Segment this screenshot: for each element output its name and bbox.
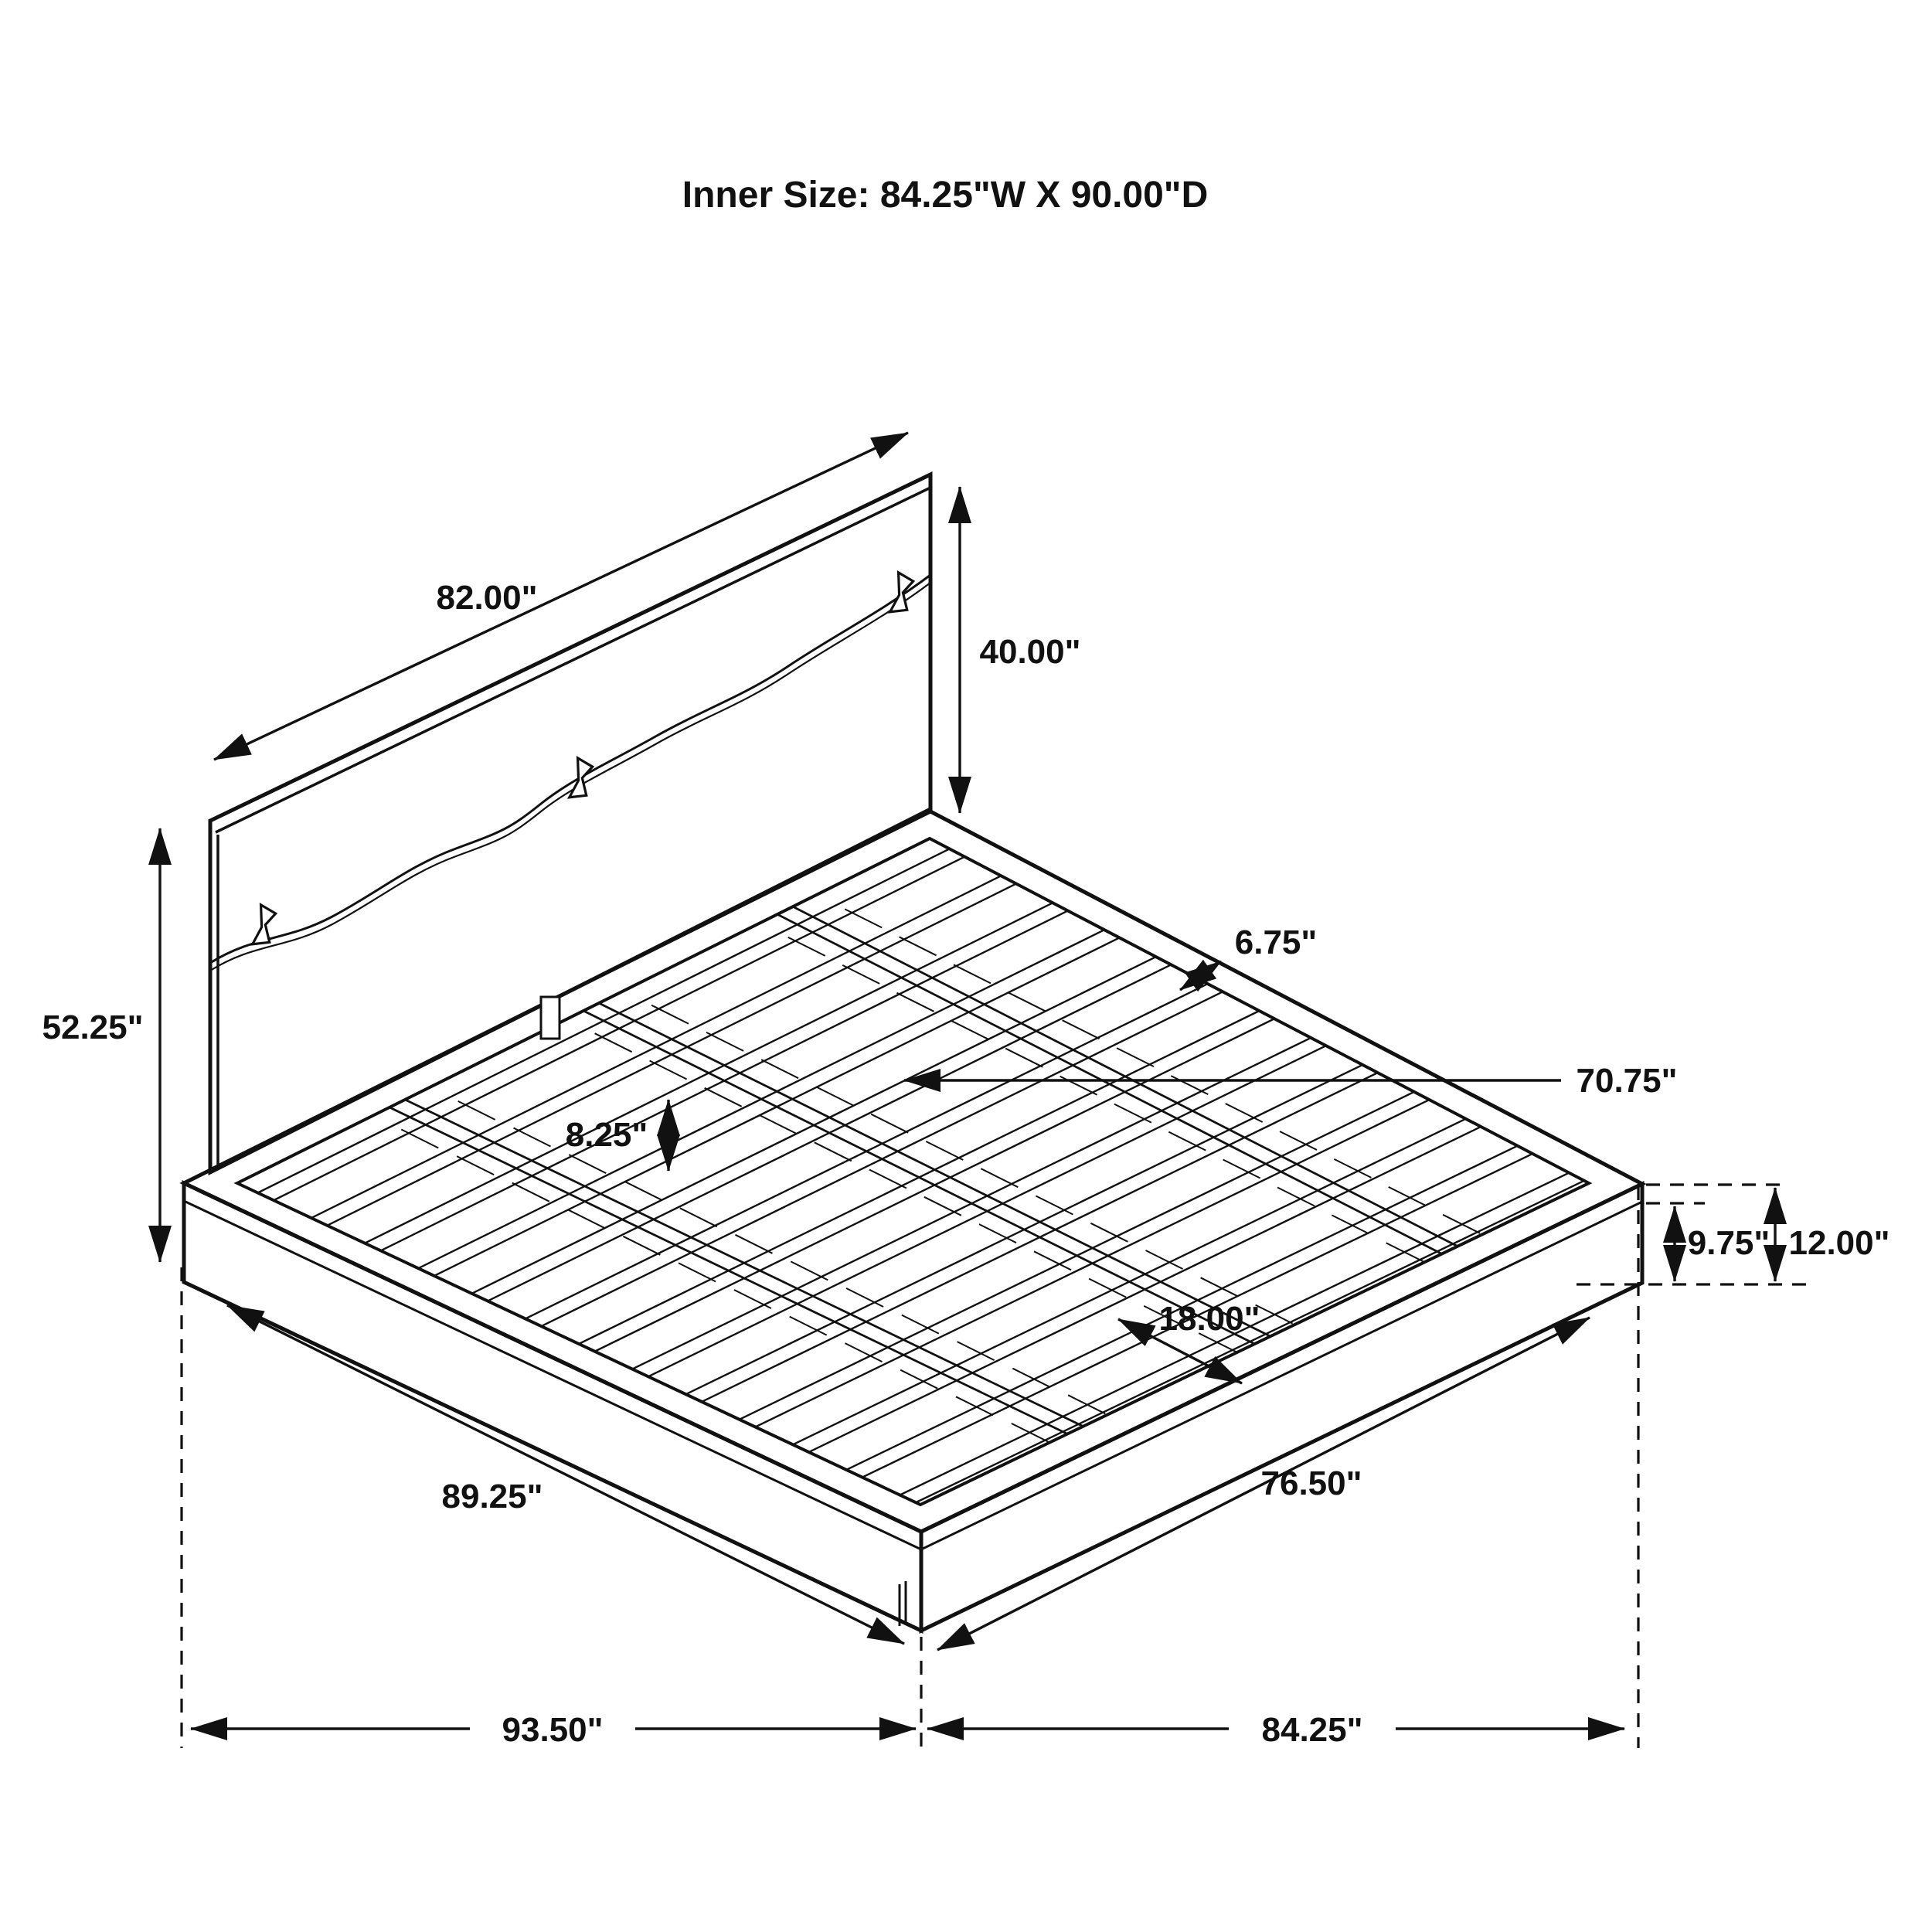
label-gap: [470, 1708, 635, 1750]
dim-line-base-depth: [226, 1304, 905, 1645]
butterfly-inlay-icon: [250, 903, 278, 946]
dimension-lines: [148, 431, 1787, 1740]
platform-rim-edge: [183, 1199, 1643, 1551]
headboard-panel: [208, 471, 933, 1176]
extension-lines: [180, 1183, 1808, 1748]
dim-platform-total-height-label: 12.00": [1789, 1224, 1890, 1262]
dim-center-rail-spacing-label: 18.00": [1159, 1300, 1260, 1338]
platform-base: [179, 809, 1647, 1634]
dim-side-rail-width-label: 6.75": [1235, 923, 1318, 961]
butterfly-inlay-icon: [566, 756, 595, 799]
dim-base-depth-label: 89.25": [442, 1478, 543, 1515]
butterfly-inlay-icon: [887, 570, 916, 614]
label-gap: [1229, 1708, 1396, 1750]
diagram-title: Inner Size: 84.25"W X 90.00"D: [682, 175, 1208, 216]
dim-headboard-total-height-label: 52.25": [43, 1009, 144, 1046]
dim-slat-rail-gap-label: 8.25": [566, 1116, 648, 1154]
dim-line-side-rail-width: [1179, 959, 1222, 992]
rail-bracket: [539, 995, 561, 1040]
dim-slat-length-label: 70.75": [1577, 1062, 1678, 1100]
dim-line-base-width: [937, 1316, 1590, 1651]
dim-headboard-width-label: 82.00": [437, 579, 538, 617]
dim-overall-width-label: 84.25": [1262, 1711, 1363, 1749]
platform-side-left: [182, 1180, 923, 1634]
platform-side-right: [919, 1181, 1645, 1634]
dim-headboard-panel-height-label: 40.00": [980, 633, 1081, 671]
dim-base-width-label: 76.50": [1261, 1464, 1362, 1502]
dim-deck-floor-height-label: 9.75": [1688, 1224, 1770, 1262]
dim-line-headboard-width: [213, 431, 909, 761]
dim-overall-depth-label: 93.50": [502, 1711, 604, 1749]
